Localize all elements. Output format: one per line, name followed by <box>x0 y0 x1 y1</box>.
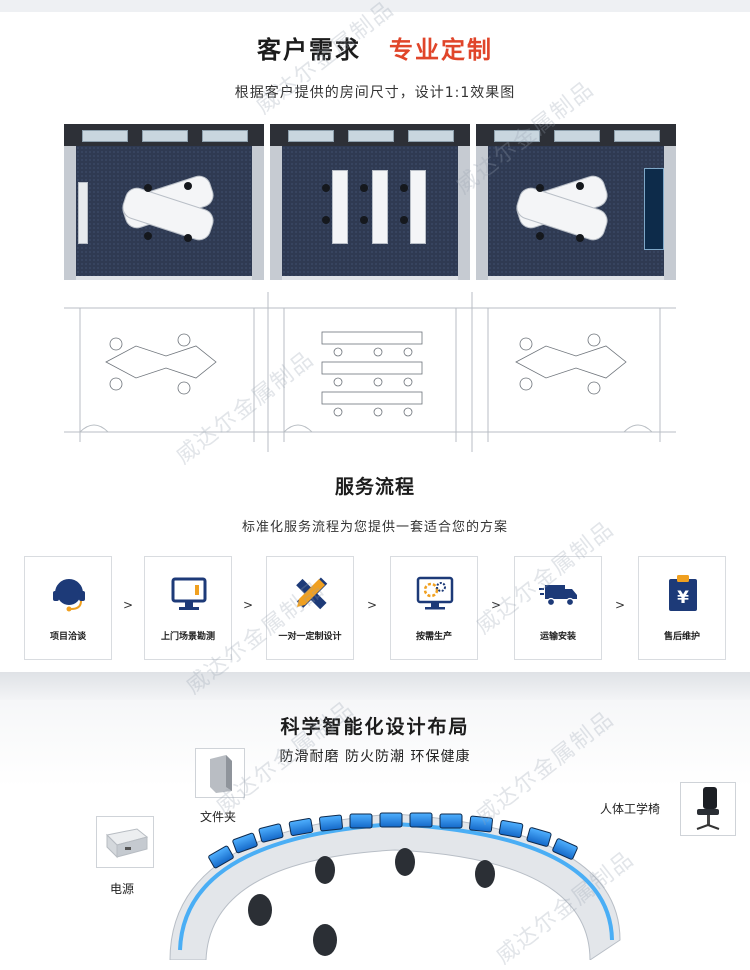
process-arrow-icon: > <box>614 598 626 612</box>
process-step-delivery: 运输安装 <box>514 556 602 660</box>
section-subtitle-custom: 根据客户提供的房间尺寸，设计1:1效果图 <box>234 85 516 101</box>
title-part-custom: 专业定制 <box>389 36 493 64</box>
yuan-clipboard-icon: ¥ <box>669 575 697 611</box>
floor-plan-drawings <box>64 292 676 452</box>
room-render-1 <box>64 124 264 280</box>
gear-monitor-icon <box>416 576 454 610</box>
process-step-production: 按需生产 <box>390 556 478 660</box>
process-step-survey: 上门场景勘测 <box>144 556 232 660</box>
chair-callout-image <box>680 782 736 836</box>
ruler-pencil-icon <box>296 577 328 610</box>
truck-icon <box>539 585 577 607</box>
section-subtitle-features: 防滑耐磨 防火防潮 环保健康 <box>279 749 471 765</box>
process-step-consult: 项目洽谈 <box>24 556 112 660</box>
service-process-flow: 项目洽谈 > 上门场景勘测 > 一对一定制设计 > 按需生产 > <box>24 556 726 662</box>
top-strip <box>0 0 750 12</box>
section-title-custom: 客户需求专业定制 <box>0 30 750 65</box>
process-arrow-icon: > <box>242 598 254 612</box>
process-step-label: 按需生产 <box>415 632 452 642</box>
room-render-3 <box>476 124 676 280</box>
process-step-design: 一对一定制设计 <box>266 556 354 660</box>
svg-text:¥: ¥ <box>677 588 689 608</box>
power-callout-image <box>96 816 154 868</box>
room-render-2 <box>270 124 470 280</box>
process-arrow-icon: > <box>122 598 134 612</box>
section-title-layout: 科学智能化设计布局 <box>280 716 470 738</box>
process-step-label: 项目洽谈 <box>49 632 86 642</box>
process-step-aftersales: ¥ 售后维护 <box>638 556 726 660</box>
room-renderings <box>64 124 676 280</box>
folder-label: 文件夹 <box>200 810 237 824</box>
folder-callout-image <box>195 748 245 798</box>
process-step-label: 上门场景勘测 <box>160 632 215 642</box>
section-title-process: 服务流程 <box>334 476 415 498</box>
headset-icon <box>53 579 85 612</box>
process-step-label: 售后维护 <box>663 632 700 642</box>
process-arrow-icon: > <box>490 598 502 612</box>
control-console-render <box>169 812 621 960</box>
ergonomic-chair-icon <box>696 787 720 830</box>
monitor-icon <box>171 577 207 610</box>
filing-cabinet-icon <box>210 755 232 793</box>
process-step-label: 运输安装 <box>539 632 576 642</box>
process-arrow-icon: > <box>366 598 378 612</box>
chair-label: 人体工学椅 <box>600 802 661 816</box>
power-label: 电源 <box>110 882 135 896</box>
title-part-demand: 客户需求 <box>257 36 361 64</box>
power-supply-icon <box>105 828 149 859</box>
process-step-label: 一对一定制设计 <box>278 632 342 642</box>
section-subtitle-process: 标准化服务流程为您提供一套适合您的方案 <box>241 520 508 535</box>
